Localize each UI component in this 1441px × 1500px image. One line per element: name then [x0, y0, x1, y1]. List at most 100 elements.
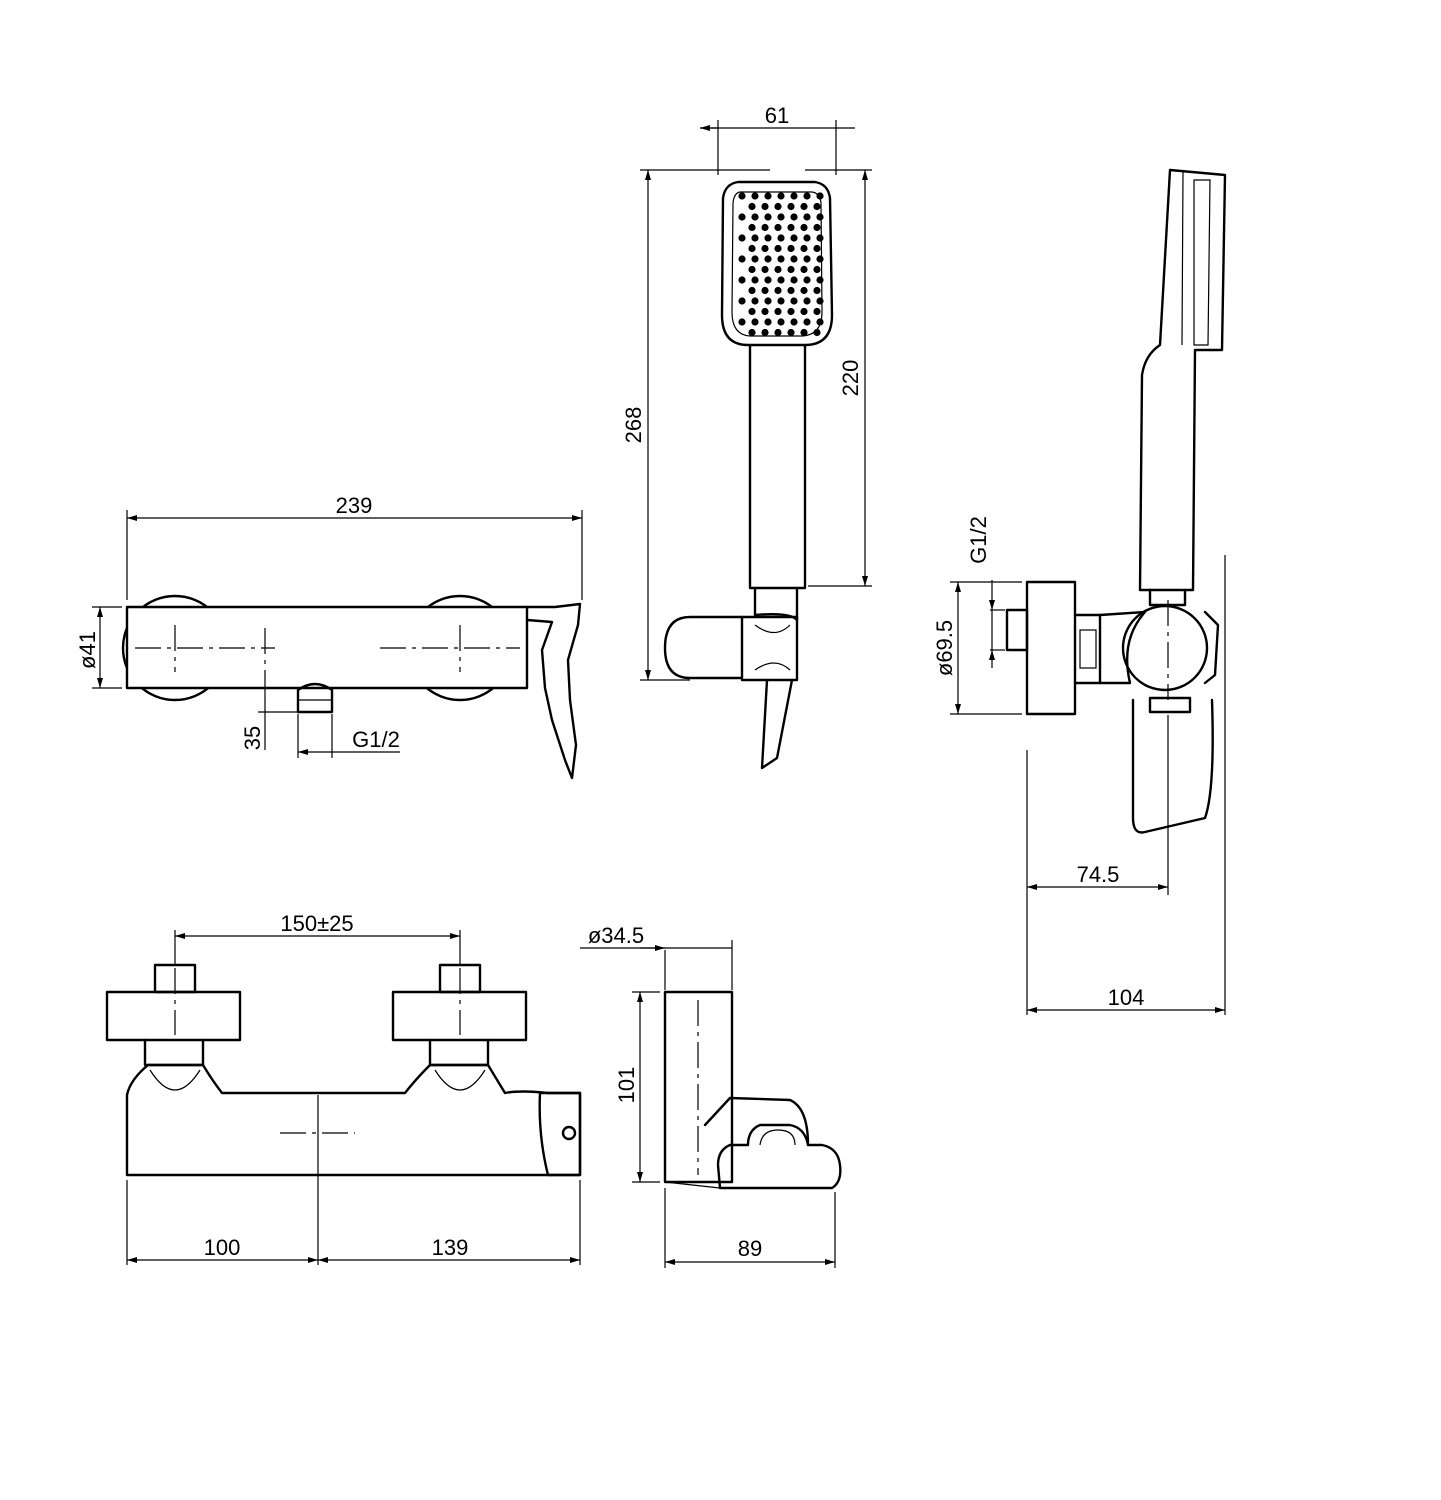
spray-hole [803, 297, 811, 305]
spray-hole [813, 244, 821, 253]
spray-hole [790, 297, 798, 305]
spray-hole [748, 307, 756, 316]
spray-hole [800, 244, 808, 253]
dim-239: 239 [336, 493, 373, 518]
spray-hole [787, 328, 795, 337]
front-dimensions: 239 ø41 35 G1/2 [75, 493, 583, 758]
holder-bracket [716, 1123, 842, 1190]
spray-hole [751, 192, 759, 200]
handshower-front-view [663, 180, 834, 770]
spray-hole [761, 223, 769, 232]
dim-diameter-34-5: ø34.5 [588, 923, 644, 948]
spray-hole [790, 234, 798, 242]
spray-hole [816, 276, 824, 284]
spray-hole [774, 202, 782, 211]
spray-hole [803, 234, 811, 242]
spray-hole [790, 213, 798, 221]
shower-connector [753, 586, 799, 622]
bottom-dimensions: 150±25 100 139 [126, 911, 581, 1265]
spray-hole [787, 307, 795, 316]
mixer-body-side [1121, 604, 1209, 692]
wall-holder-front [663, 615, 744, 680]
spray-hole [761, 328, 769, 337]
spray-hole [751, 318, 759, 326]
spray-hole [774, 244, 782, 253]
spray-hole [738, 234, 746, 242]
side-dimensions: G1/2 ø69.5 74.5 104 [932, 516, 1226, 1015]
spray-hole [774, 265, 782, 274]
spray-hole [790, 192, 798, 200]
dim-diameter-41: ø41 [75, 631, 100, 669]
lever-front [525, 602, 582, 780]
outlet-side [1148, 696, 1192, 714]
dim-35: 35 [240, 726, 265, 750]
spray-hole [777, 192, 785, 200]
spray-hole [764, 276, 772, 284]
holder-column [663, 990, 734, 1184]
spray-hole [738, 192, 746, 200]
shower-head-side [1138, 168, 1227, 592]
spray-hole [813, 328, 821, 337]
spray-hole [803, 318, 811, 326]
spray-hole [738, 318, 746, 326]
spray-hole [751, 213, 759, 221]
dim-100: 100 [204, 1235, 241, 1260]
spray-hole [764, 213, 772, 221]
spray-hole [764, 255, 772, 263]
spray-hole [777, 276, 785, 284]
spray-hole [748, 265, 756, 274]
spray-hole [816, 255, 824, 263]
spray-hole [761, 286, 769, 295]
spray-hole [800, 202, 808, 211]
bottom-view [105, 963, 582, 1265]
spray-hole [816, 297, 824, 305]
spray-hole [800, 286, 808, 295]
spray-hole [790, 318, 798, 326]
spray-hole [813, 202, 821, 211]
dim-268: 268 [621, 407, 646, 444]
spray-hole [787, 265, 795, 274]
spray-hole [738, 297, 746, 305]
spray-hole [751, 297, 759, 305]
wall-flange-side [1025, 580, 1077, 716]
spray-hole [761, 244, 769, 253]
handshower-dimensions: 61 268 220 [621, 103, 872, 681]
spray-hole [816, 318, 824, 326]
spray-hole [787, 202, 795, 211]
spray-hole [800, 223, 808, 232]
spray-hole [774, 307, 782, 316]
dim-104: 104 [1108, 985, 1145, 1010]
dim-150-25: 150±25 [280, 911, 353, 936]
front-view [121, 594, 582, 780]
spray-hole [803, 192, 811, 200]
dim-61: 61 [765, 103, 789, 128]
spray-hole [787, 286, 795, 295]
spray-hole [787, 244, 795, 253]
spray-hole [787, 223, 795, 232]
spray-hole [748, 202, 756, 211]
outlet-front [296, 682, 334, 714]
mixer-body-bottom [125, 1063, 582, 1177]
spray-hole [774, 223, 782, 232]
spray-hole [803, 255, 811, 263]
lever-side [1131, 698, 1214, 834]
spray-hole [816, 213, 824, 221]
spray-hole [813, 286, 821, 295]
spray-holes [738, 192, 824, 337]
spray-hole [748, 223, 756, 232]
dim-89: 89 [738, 1236, 762, 1261]
spray-hole [777, 318, 785, 326]
spray-hole [800, 307, 808, 316]
spray-hole [803, 276, 811, 284]
shower-handle-front [748, 344, 807, 590]
spray-hole [764, 297, 772, 305]
spray-hole [813, 223, 821, 232]
spray-hole [816, 234, 824, 242]
spray-hole [803, 213, 811, 221]
spray-hole [761, 202, 769, 211]
left-handle-bottom [105, 990, 242, 1042]
spray-hole [738, 213, 746, 221]
dim-g12-front: G1/2 [352, 727, 400, 752]
spray-hole [738, 255, 746, 263]
